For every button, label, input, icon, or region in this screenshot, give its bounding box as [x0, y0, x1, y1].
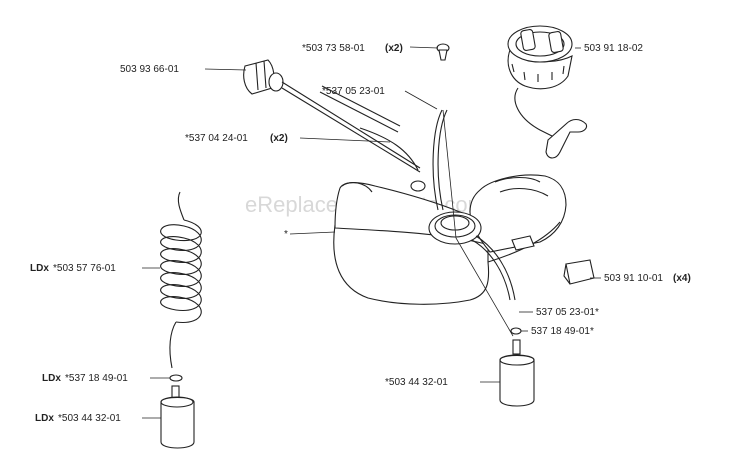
callout-c7: *503 57 76-01 — [53, 263, 116, 274]
fuel-hose-upper — [319, 85, 419, 171]
callout-c4: *537 05 23-01 — [322, 86, 385, 97]
callout-c9: 537 05 23-01* — [536, 307, 599, 318]
callout-c11-prefix: LDx — [42, 373, 61, 384]
callout-c5: *537 04 24-01 — [185, 133, 248, 144]
fuel-tank — [333, 174, 567, 305]
callout-c2: *503 73 58-01 — [302, 43, 365, 54]
callout-c8: 503 91 10-01 — [604, 273, 663, 284]
fuel-coil-hose — [160, 191, 202, 449]
fuel-cap — [507, 25, 588, 159]
callout-c10: 537 18 49-01* — [531, 326, 594, 337]
fuel-pickup-filter — [243, 59, 421, 173]
callout-c1: 503 93 66-01 — [120, 64, 179, 75]
callout-c5-qty: (x2) — [270, 133, 288, 144]
leader-lines — [142, 46, 601, 419]
callout-c8-qty: (x4) — [673, 273, 691, 284]
callout-c7-prefix: LDx — [30, 263, 49, 274]
vent-hose — [432, 43, 516, 301]
connector-block — [563, 259, 595, 285]
callout-c6: * — [284, 229, 288, 240]
callout-c13: *503 44 32-01 — [58, 413, 121, 424]
callout-labels: 503 93 66-01 *503 73 58-01 (x2) 503 91 1… — [30, 43, 691, 424]
callout-c13-prefix: LDx — [35, 413, 54, 424]
fuel-filter-right — [499, 327, 535, 407]
callout-c3: 503 91 18-02 — [584, 43, 643, 54]
callout-c2-qty: (x2) — [385, 43, 403, 54]
callout-c12: *503 44 32-01 — [385, 377, 448, 388]
callout-c11: *537 18 49-01 — [65, 373, 128, 384]
